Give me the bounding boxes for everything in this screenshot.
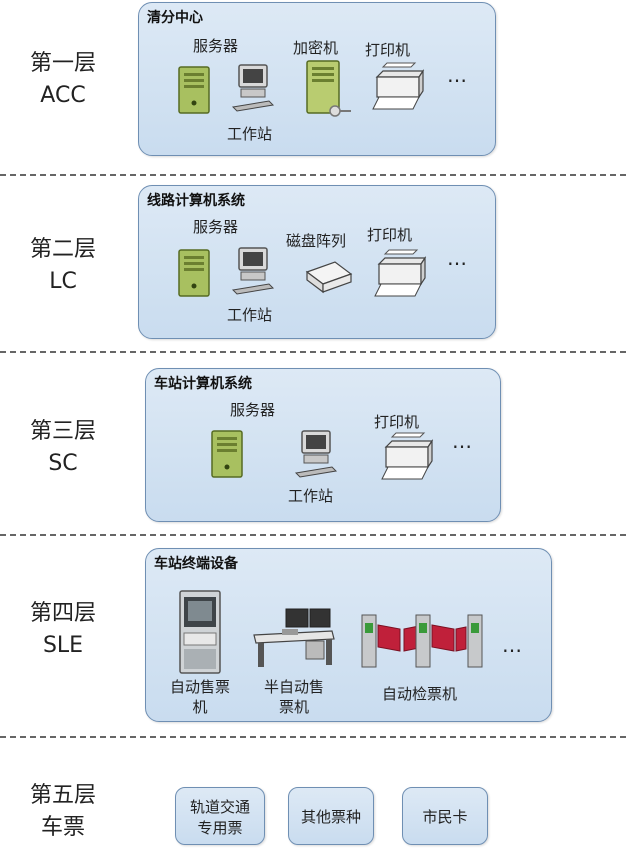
workstation-label: 工作站: [227, 125, 273, 143]
ticket-line1: 其他票种: [300, 808, 361, 826]
printer-icon: [381, 432, 434, 480]
layer-2-name: 第二层: [29, 237, 96, 262]
server-label: 服务器: [193, 218, 239, 236]
layer-3-label: 第三层 SC: [8, 416, 118, 480]
ticket-citizen-card: 市民卡: [402, 787, 488, 845]
server-label: 服务器: [230, 401, 276, 419]
server-icon: [178, 66, 210, 114]
bom-label: 半自动售 票机: [252, 677, 336, 717]
layer-2-code: LC: [49, 269, 77, 294]
workstation-label: 工作站: [227, 306, 273, 324]
workstation-icon: [231, 64, 275, 112]
printer-icon: [372, 62, 425, 110]
tvm-label-line1: 自动售票: [169, 678, 230, 696]
encryptor-icon: [306, 60, 351, 117]
layer-1-label: 第一层 ACC: [8, 48, 118, 112]
bom-label-line1: 半自动售: [263, 678, 324, 696]
printer-label: 打印机: [365, 41, 411, 59]
layer-3-name: 第三层: [29, 419, 96, 444]
layer-1-panel: 清分中心 服务器 加密机 打印机 工作站 …: [138, 2, 496, 156]
server-icon: [211, 430, 243, 478]
divider-2: [0, 351, 626, 353]
layer-2-label: 第二层 LC: [8, 234, 118, 298]
server-icon: [178, 249, 210, 297]
layer-5-label: 第五层 车票: [8, 780, 118, 844]
layer-5-code: 车票: [40, 815, 85, 840]
printer-label: 打印机: [374, 413, 420, 431]
layer-3-panel: 车站计算机系统 服务器 打印机 工作站 …: [145, 368, 501, 522]
bom-label-line2: 票机: [278, 698, 309, 716]
layer-1-title: 清分中心: [147, 10, 203, 26]
encryptor-label: 加密机: [293, 39, 339, 57]
layer-4-code: SLE: [42, 633, 84, 658]
ticket-other: 其他票种: [288, 787, 374, 845]
booking-office-machine-icon: [253, 608, 335, 667]
disk-array-icon: [305, 261, 353, 294]
layer-5-name: 第五层: [29, 783, 96, 808]
ticket-rail-transit: 轨道交通 专用票: [175, 787, 265, 845]
layer-4-title: 车站终端设备: [154, 556, 238, 572]
layer-2-panel: 线路计算机系统 服务器 磁盘阵列 打印机 工作站 …: [138, 185, 496, 339]
ellipsis: …: [502, 633, 523, 657]
ticket-line1: 市民卡: [422, 808, 468, 826]
layer-1-name: 第一层: [29, 51, 96, 76]
tvm-label: 自动售票 机: [160, 677, 240, 717]
layer-4-label: 第四层 SLE: [8, 598, 118, 662]
workstation-label: 工作站: [288, 487, 334, 505]
layer-3-code: SC: [48, 451, 78, 476]
gate-icon: [361, 614, 483, 668]
workstation-icon: [294, 430, 338, 478]
divider-3: [0, 534, 626, 536]
ellipsis: …: [447, 63, 468, 87]
ticket-vending-machine-icon: [179, 590, 221, 674]
ticket-line2: 专用票: [197, 819, 243, 837]
disk-array-label: 磁盘阵列: [286, 232, 347, 250]
layer-3-title: 车站计算机系统: [154, 376, 252, 392]
ellipsis: …: [452, 429, 473, 453]
printer-icon: [374, 249, 427, 297]
layer-2-title: 线路计算机系统: [147, 193, 245, 209]
ellipsis: …: [447, 246, 468, 270]
gate-label: 自动检票机: [382, 685, 458, 703]
printer-label: 打印机: [367, 226, 413, 244]
divider-4: [0, 736, 626, 738]
layer-4-name: 第四层: [29, 601, 96, 626]
layer-4-panel: 车站终端设备 自动售票 机 半自动售 票机 自动检票机: [145, 548, 552, 722]
layer-1-code: ACC: [40, 83, 86, 108]
server-label: 服务器: [193, 37, 239, 55]
divider-1: [0, 174, 626, 176]
tvm-label-line2: 机: [192, 698, 208, 716]
workstation-icon: [231, 247, 275, 295]
ticket-line1: 轨道交通: [189, 798, 250, 816]
